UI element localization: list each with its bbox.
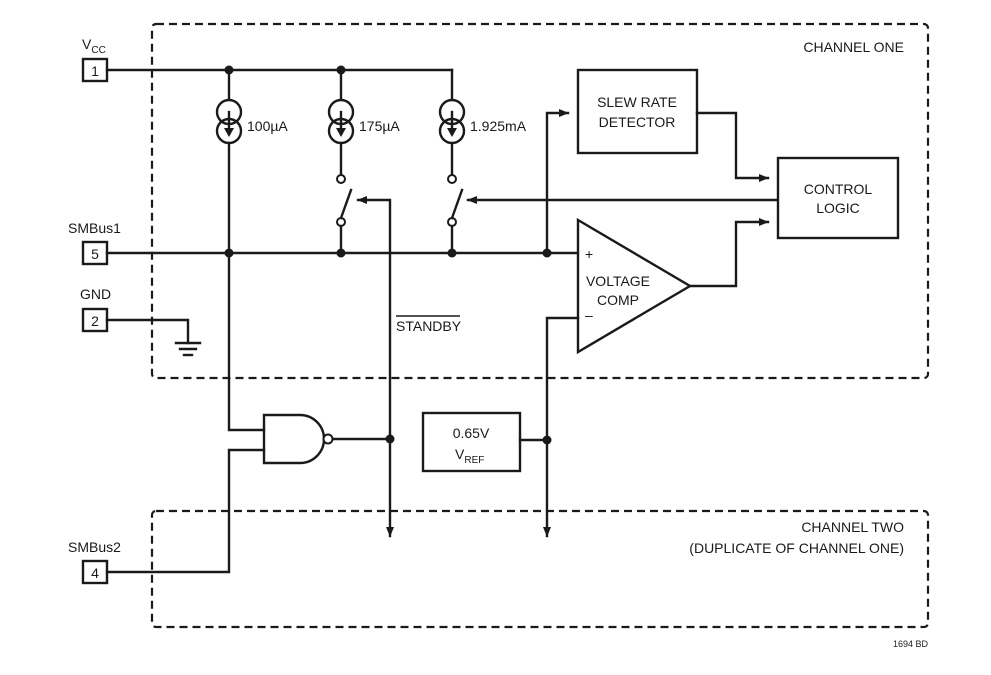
channel-two-sublabel: (DUPLICATE OF CHANNEL ONE) (689, 540, 904, 556)
current-source-1925ma (438, 68, 466, 176)
current-source-label-1: 100µA (247, 118, 288, 134)
current-source-label-2: 175µA (359, 118, 400, 134)
switch-175ua (336, 174, 353, 255)
svg-text:COMP: COMP (597, 292, 639, 308)
comp-minus-label: – (585, 307, 593, 323)
current-source-100ua (215, 68, 243, 255)
pin-smbus2: SMBus2 4 (68, 539, 121, 585)
current-source-175ua (327, 68, 355, 176)
ground-symbol (105, 318, 202, 357)
vref-name: VREF (455, 446, 484, 466)
standby-label: STANDBY (396, 318, 462, 334)
pin-1-number: 1 (91, 63, 99, 79)
svg-text:LOGIC: LOGIC (816, 200, 860, 216)
vref-value: 0.65V (453, 425, 490, 441)
nand-input-smbus1 (227, 251, 266, 432)
switch-1925ma (447, 174, 464, 255)
slew-input-line (545, 109, 570, 255)
channel-two-label: CHANNEL TWO (801, 519, 904, 535)
pin-2-number: 2 (91, 313, 99, 329)
channel-one-label: CHANNEL ONE (803, 39, 904, 55)
svg-text:VCC: VCC (82, 36, 106, 56)
svg-text:SMBus1: SMBus1 (68, 220, 121, 236)
pin-vcc: VCC 1 (81, 36, 109, 83)
svg-text:CONTROL: CONTROL (804, 181, 873, 197)
comp-to-control-line (688, 218, 770, 288)
pin-4-number: 4 (91, 565, 99, 581)
nand-gate (262, 413, 392, 465)
channel-one-boundary (150, 22, 930, 380)
nand-input-smbus2 (105, 448, 266, 574)
pin-gnd: GND 2 (80, 286, 111, 333)
comp-plus-label: + (585, 246, 593, 262)
figure-code: 1694 BD (893, 639, 929, 649)
voltage-comparator (576, 217, 693, 355)
svg-text:VOLTAGE: VOLTAGE (586, 273, 650, 289)
standby-control-line (356, 196, 392, 440)
pin-5-number: 5 (91, 246, 99, 262)
pin-smbus1: SMBus1 5 (68, 220, 121, 266)
svg-text:SMBus2: SMBus2 (68, 539, 121, 555)
current-source-label-3: 1.925mA (470, 118, 527, 134)
vref-block (421, 411, 522, 473)
svg-text:SLEW RATE: SLEW RATE (597, 94, 677, 110)
comp-minus-line (545, 316, 580, 442)
slew-to-control-line (695, 111, 770, 182)
channel-two-boundary (150, 509, 930, 629)
control-logic-block (776, 156, 900, 240)
svg-text:GND: GND (80, 286, 111, 302)
slew-rate-detector-block (576, 68, 699, 155)
svg-text:DETECTOR: DETECTOR (599, 114, 676, 130)
